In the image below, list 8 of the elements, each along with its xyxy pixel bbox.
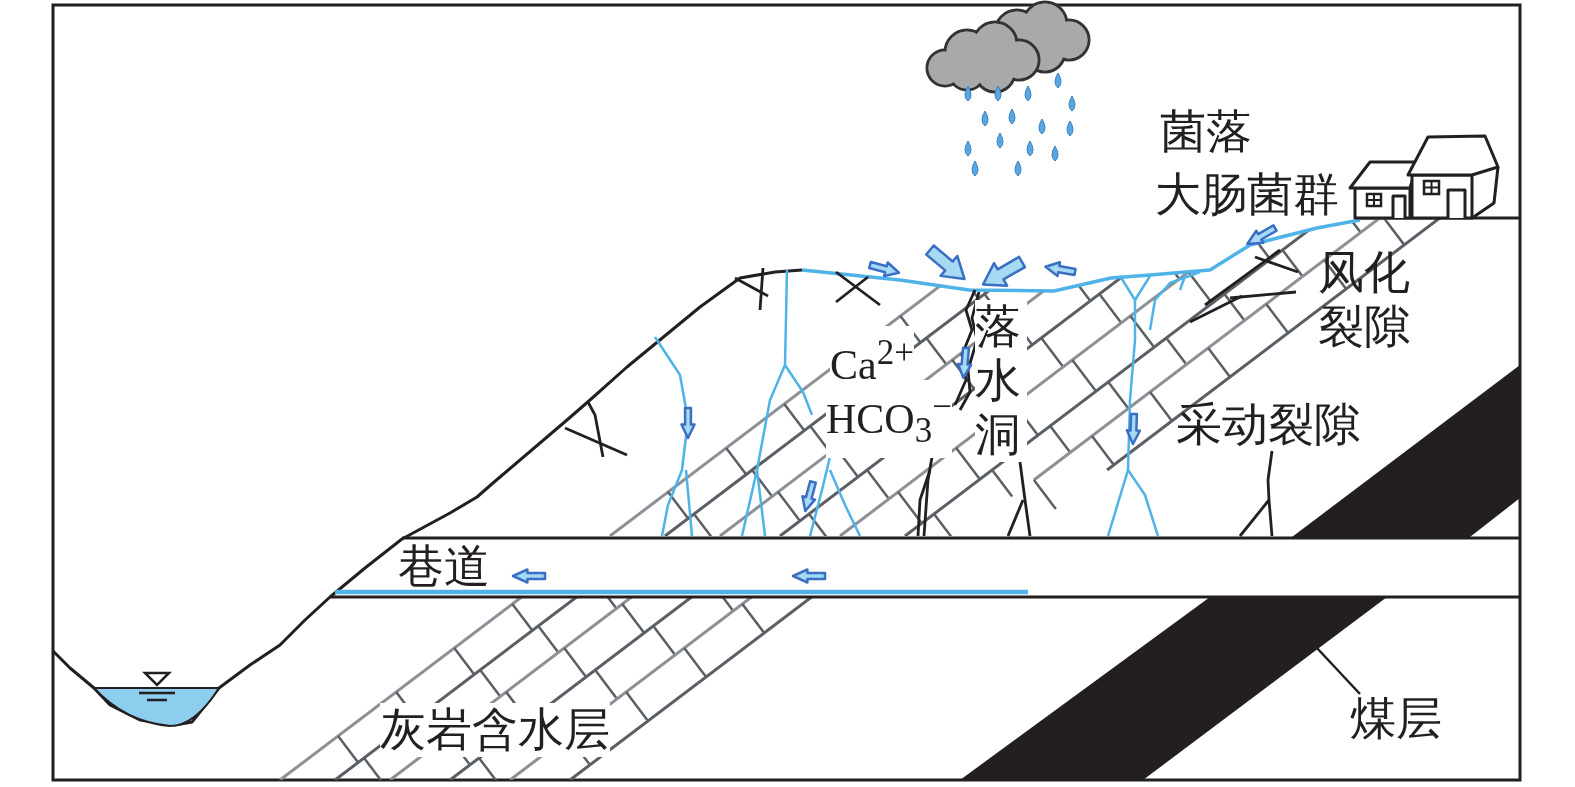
bacteria-label: 大肠菌群 [1155,168,1339,222]
aquifer-label: 灰岩含水层 [380,703,610,757]
leader-line [1315,646,1361,695]
sinkhole-label: 落水洞 [975,300,1027,462]
coal-seam-label: 煤层 [1350,692,1442,746]
fissure-label: 采动裂隙 [1176,398,1360,452]
bacteria-label: 菌落 [1160,105,1252,159]
tunnel-label: 巷道 [398,540,490,594]
